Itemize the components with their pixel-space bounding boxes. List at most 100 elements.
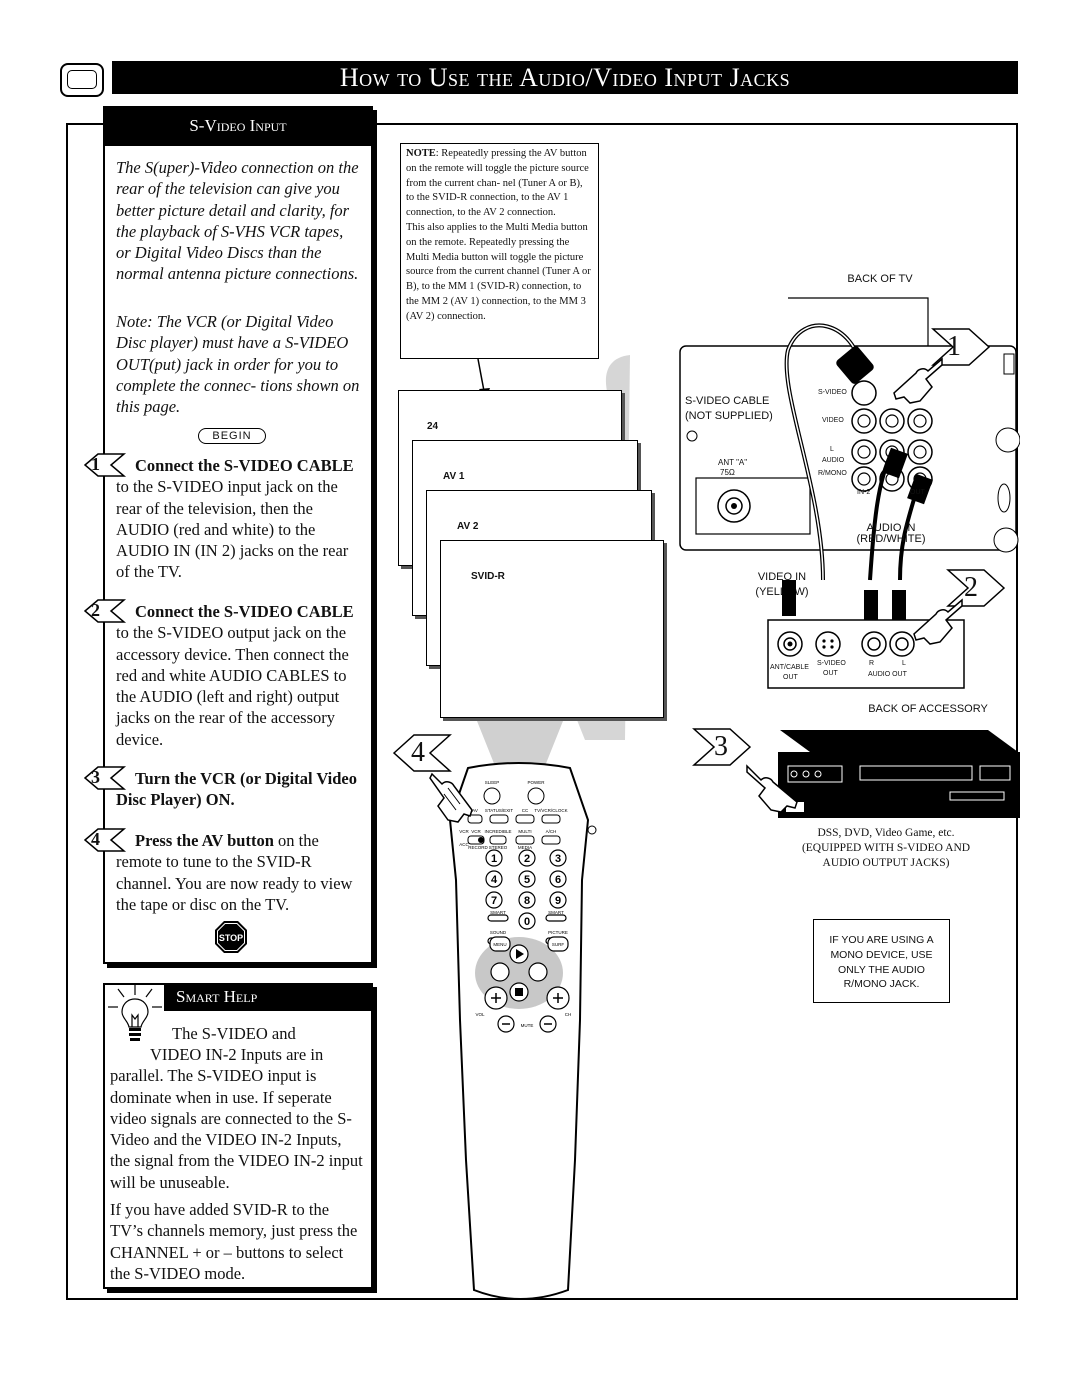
note-box: NOTE: Repeatedly pressing the AV button … bbox=[400, 143, 599, 359]
remote-cc-label: CC bbox=[522, 808, 529, 813]
callout-3-number: 3 bbox=[714, 731, 728, 762]
tv-icon bbox=[60, 63, 104, 97]
mono-line-1: IF YOU ARE USING A bbox=[829, 934, 934, 946]
smart-help-panel bbox=[103, 983, 373, 1289]
accessory-device bbox=[778, 730, 1020, 818]
remote-digit-2: 2 bbox=[524, 853, 530, 865]
stop-label: STOP bbox=[219, 933, 243, 943]
remote-control: 1 2 3 4 5 6 7 8 9 0 SLEEP POWER AV STATU… bbox=[448, 762, 597, 1300]
remote-smart-left: SMART bbox=[490, 910, 506, 915]
note-text-1: : Repeatedly pressing the AV button on t… bbox=[406, 148, 589, 219]
smart-help-lead: The S-VIDEO and bbox=[172, 1024, 296, 1043]
remote-smart-right: SMART bbox=[548, 910, 564, 915]
screen-av1-label: AV 1 bbox=[443, 471, 465, 482]
tv-jack-video-label: VIDEO bbox=[822, 417, 844, 424]
callout-1-number: 1 bbox=[947, 331, 961, 362]
mono-line-2: MONO DEVICE, USE bbox=[830, 948, 933, 961]
step-3-bold: Turn the VCR (or Digital Video Disc Play… bbox=[116, 769, 358, 810]
acc-l-label: L bbox=[902, 660, 906, 667]
remote-vol-label: VOL bbox=[475, 1012, 485, 1017]
remote-media-label: MEDIA bbox=[518, 845, 532, 850]
accessory-desc-3: AUDIO OUTPUT JACKS) bbox=[822, 857, 950, 869]
pointing-hand-icon bbox=[429, 772, 473, 823]
remote-digit-1: 1 bbox=[491, 853, 497, 865]
content-frame bbox=[66, 123, 1018, 1300]
svideo-panel bbox=[103, 106, 373, 964]
mono-line-3: ONLY THE AUDIO bbox=[838, 963, 925, 976]
remote-clock-label: TV/VCR/CLOCK bbox=[534, 808, 567, 813]
remote-status-label: STATUS/EXIT bbox=[485, 808, 514, 813]
callout-2-number: 2 bbox=[964, 572, 978, 603]
remote-digit-0: 0 bbox=[524, 916, 530, 928]
step-2-body: to the S-VIDEO output jack on the access… bbox=[116, 623, 349, 749]
step-3-marker: 3 bbox=[84, 766, 127, 790]
acc-svideo-out-label: OUT bbox=[823, 670, 838, 677]
remote-digit-9: 9 bbox=[555, 895, 561, 907]
step-4-text: Press the AV button on the remote to tun… bbox=[116, 830, 364, 915]
callout-3: 3 bbox=[690, 727, 752, 767]
remote-record-label: RECORD bbox=[468, 845, 488, 850]
step-2-number: 2 bbox=[91, 600, 100, 620]
remote-digit-7: 7 bbox=[491, 895, 497, 907]
remote-av-label: AV bbox=[472, 808, 478, 813]
mono-line-4: R/MONO JACK. bbox=[843, 978, 920, 991]
svideo-cable-label: S-VIDEO CABLE bbox=[685, 395, 770, 407]
remote-power-label: POWER bbox=[527, 780, 545, 785]
acc-r-label: R bbox=[869, 660, 875, 667]
remote-ch-label: CH bbox=[565, 1012, 572, 1017]
remote-sound-label: SOUND bbox=[490, 930, 507, 935]
step-1-marker: 1 bbox=[84, 453, 127, 477]
remote-side-vcr: VCR bbox=[459, 829, 469, 834]
back-of-accessory-label: BACK OF ACCESSORY bbox=[868, 703, 988, 715]
callout-1: 1 bbox=[925, 327, 991, 367]
accessory-desc-2: (EQUIPPED WITH S-VIDEO AND bbox=[801, 842, 971, 854]
acc-ant-cable-label: ANT/CABLE bbox=[770, 664, 809, 671]
smart-help-tip: If you have added SVID-R to the TV’s cha… bbox=[110, 1200, 358, 1283]
step-4-marker: 4 bbox=[84, 828, 127, 852]
smart-help-body: VIDEO IN-2 Inputs are in parallel. The S… bbox=[110, 1045, 363, 1192]
remote-surf-label: SURF bbox=[552, 942, 565, 947]
acc-svideo-label: S-VIDEO bbox=[817, 660, 846, 667]
remote-ach-label: A/CH bbox=[546, 829, 557, 834]
screen-glow bbox=[575, 355, 630, 740]
remote-digit-8: 8 bbox=[524, 895, 530, 907]
pointing-hand-2-icon bbox=[913, 598, 963, 645]
tv-back-panel bbox=[679, 297, 1020, 581]
remote-sleep-label: SLEEP bbox=[485, 780, 500, 785]
tv-jack-svideo-label: S-VIDEO bbox=[818, 389, 847, 396]
callout-4: 4 bbox=[392, 733, 452, 773]
remote-digit-4: 4 bbox=[491, 874, 498, 886]
svideo-heading: S-Video Input bbox=[103, 106, 373, 146]
stop-sign-icon: STOP bbox=[214, 920, 248, 954]
step-2-text: Connect the S-VIDEO CABLE to the S-VIDEO… bbox=[116, 601, 364, 750]
remote-digit-5: 5 bbox=[524, 874, 530, 886]
callout-4-number: 4 bbox=[411, 737, 425, 768]
smart-help-heading: Smart Help bbox=[164, 983, 373, 1011]
accessory-back-panel bbox=[767, 580, 965, 689]
tv-jack-l-label: L bbox=[830, 446, 834, 453]
audio-in-label: AUDIO IN bbox=[866, 522, 916, 534]
mono-device-note: IF YOU ARE USING A MONO DEVICE, USE ONLY… bbox=[813, 919, 950, 1003]
step-4-number: 4 bbox=[91, 829, 100, 849]
step-3-number: 3 bbox=[91, 767, 100, 787]
screen-av2-label: AV 2 bbox=[457, 521, 479, 532]
callout-2: 2 bbox=[940, 568, 1006, 608]
tv-jack-out-label: OUT bbox=[910, 489, 925, 496]
acc-ant-out-label: OUT bbox=[783, 674, 798, 681]
tv-jack-rmono-label: R/MONO bbox=[818, 470, 847, 477]
note-lead: NOTE bbox=[406, 148, 436, 159]
ohm-label: 75Ω bbox=[720, 468, 735, 477]
pointing-hand-3-icon bbox=[746, 764, 798, 813]
not-supplied-label: (NOT SUPPLIED) bbox=[685, 410, 773, 422]
pointing-hand-1-icon bbox=[893, 357, 943, 404]
remote-incredible-label: INCREDIBLE bbox=[484, 829, 511, 834]
lightbulb-icon bbox=[108, 985, 172, 1045]
remote-vcr-label: VCR bbox=[471, 829, 481, 834]
note-text-2: This also applies to the Multi Media but… bbox=[406, 221, 591, 322]
remote-digit-6: 6 bbox=[555, 874, 561, 886]
screen-svidr-label: SVID-R bbox=[471, 571, 505, 582]
remote-multi-label: MULTI bbox=[518, 829, 531, 834]
screen-svidr: SVID-R bbox=[440, 540, 664, 718]
red-white-label: (RED/WHITE) bbox=[856, 533, 926, 545]
svideo-note: Note: The VCR (or Digital Video Disc pla… bbox=[116, 312, 360, 417]
